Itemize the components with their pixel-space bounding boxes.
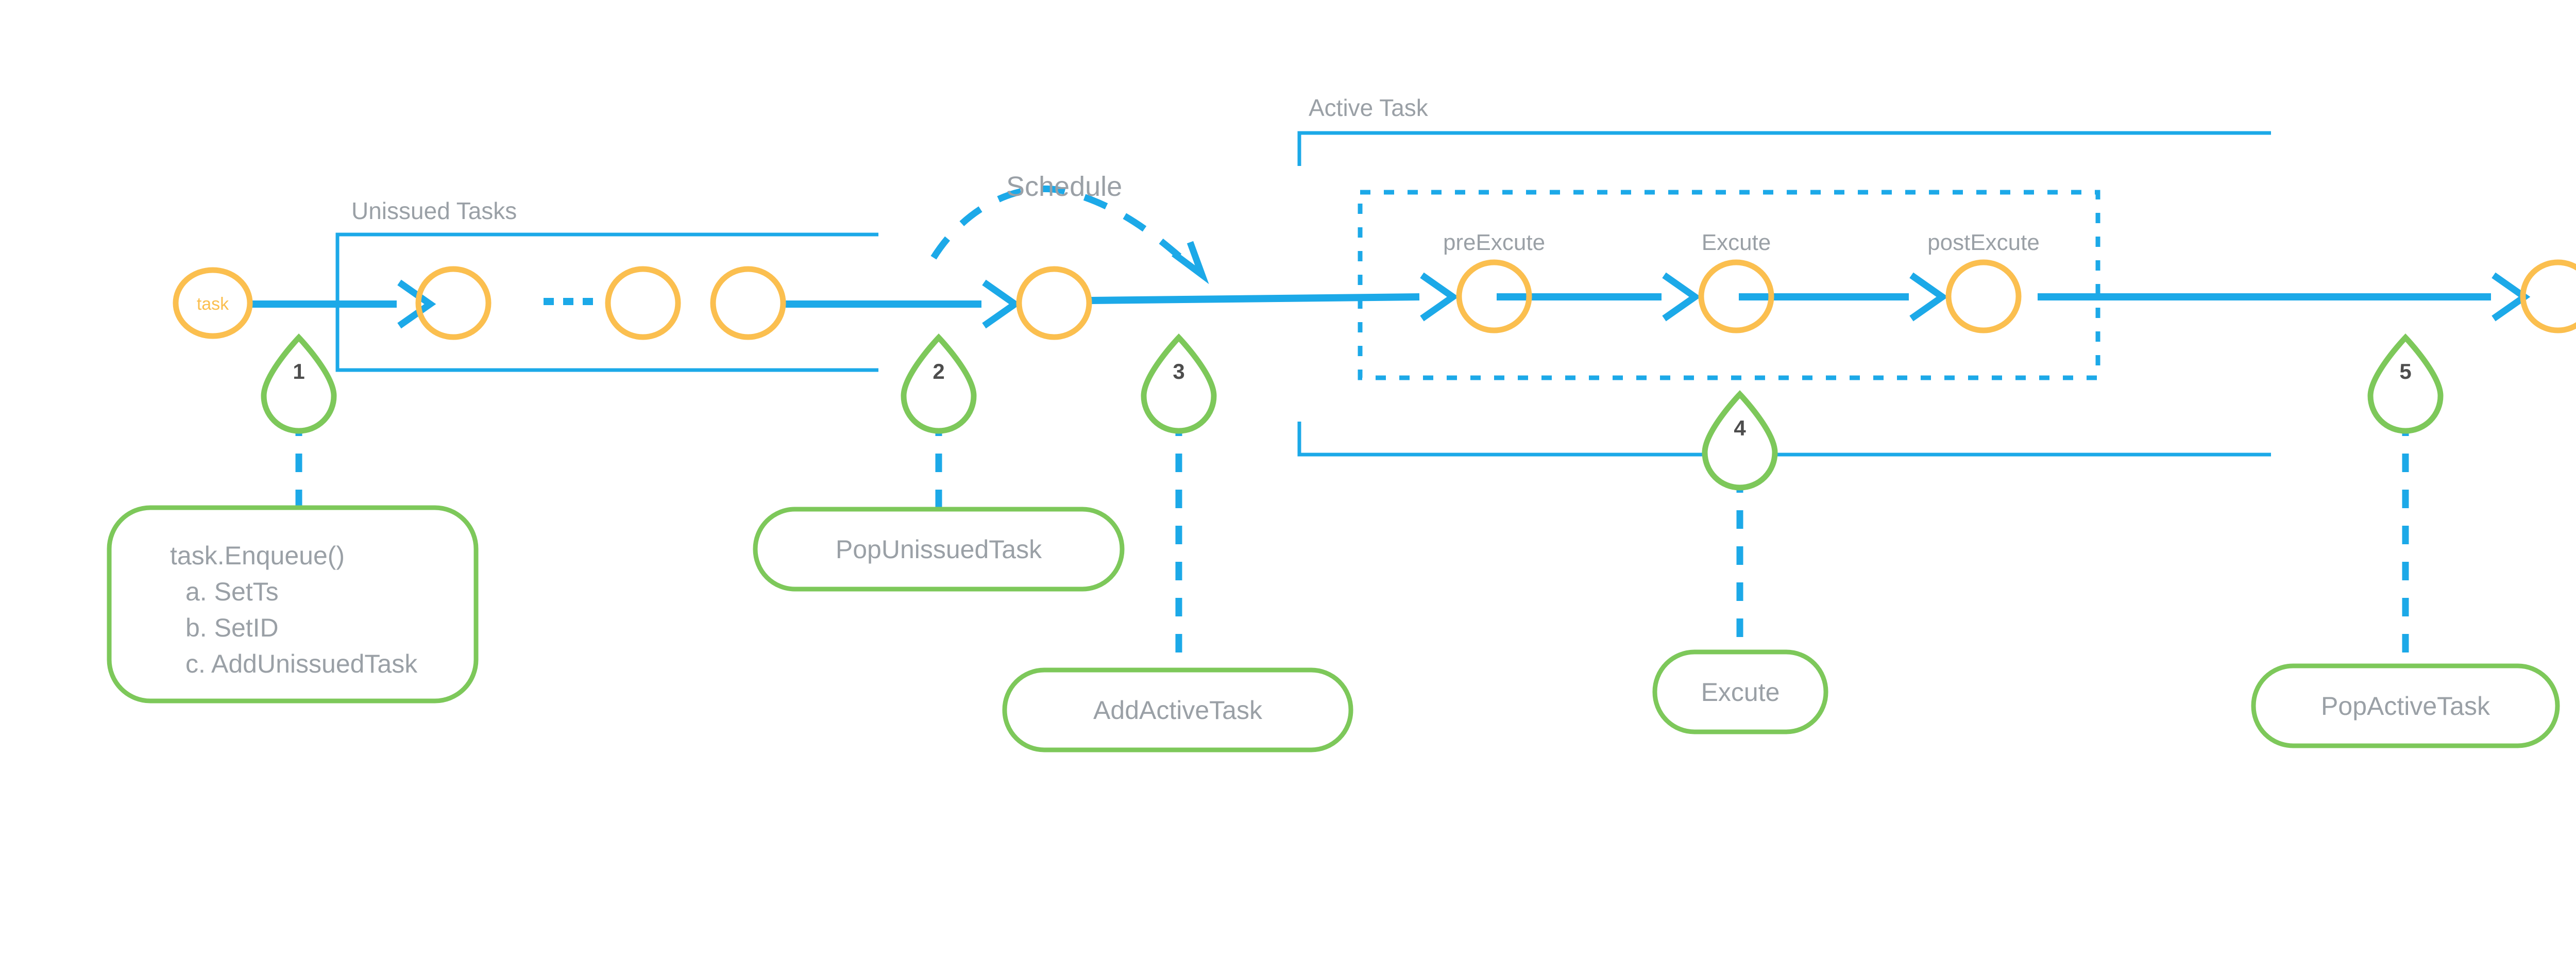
callout-enqueue-line-2: a. SetTs	[185, 577, 279, 606]
marker-number-5: 5	[2399, 359, 2411, 383]
excute-label: Excute	[1702, 230, 1771, 255]
marker-number-2: 2	[933, 359, 944, 383]
unissued-tasks-bracket	[335, 232, 878, 372]
marker-number-3: 3	[1173, 359, 1184, 383]
callout-pop-active-text: PopActiveTask	[2321, 692, 2490, 721]
unissued-bracket-top	[335, 232, 878, 367]
marker-pin-5[interactable]	[2367, 333, 2444, 434]
callout-box-add-active[interactable]	[1002, 667, 1353, 752]
arrowhead-icon-6	[2492, 272, 2531, 322]
post-excute-label: postExcute	[1927, 230, 2040, 255]
marker-leader-lines	[295, 381, 2409, 668]
ellipsis-dot	[583, 298, 593, 305]
flow-line-schedule-to-pre	[1091, 293, 1420, 304]
node-pre-excute[interactable]	[1456, 259, 1532, 333]
marker-number-4: 4	[1734, 416, 1746, 440]
callout-enqueue-line-1: task.Enqueue()	[170, 541, 345, 570]
callout-boxes	[107, 505, 2560, 752]
callout-add-active-text: AddActiveTask	[1093, 696, 1263, 725]
arrowhead-icon-2	[982, 279, 1021, 329]
node-excute[interactable]	[1698, 259, 1774, 333]
node-task[interactable]	[173, 267, 253, 339]
node-scheduled[interactable]	[1016, 266, 1092, 340]
unissued-tasks-label: Unissued Tasks	[351, 197, 517, 224]
marker-pin-3[interactable]	[1141, 333, 1217, 434]
schedule-dashed-arc	[930, 185, 1209, 284]
ellipsis-dot	[563, 298, 573, 305]
node-done[interactable]	[2520, 259, 2576, 333]
callout-box-pop-active[interactable]	[2251, 663, 2560, 748]
node-post-excute[interactable]	[1945, 259, 2022, 333]
step-markers	[261, 333, 2444, 491]
schedule-label: Schedule	[1006, 171, 1122, 202]
callout-enqueue-line-4: c. AddUnissuedTask	[185, 649, 418, 678]
pre-excute-label: preExcute	[1443, 230, 1545, 255]
ellipsis-dot	[544, 298, 554, 305]
marker-number-1: 1	[293, 359, 304, 383]
arrowhead-icon-5	[1909, 272, 1948, 322]
schedule-arrowhead-icon	[1172, 241, 1209, 284]
execution-stage-dotted-box	[1358, 190, 2100, 380]
flow-lines	[250, 293, 2491, 308]
active-bracket-bottom	[1297, 422, 2271, 457]
arrowhead-icon-3	[1420, 272, 1459, 322]
callout-excute-text: Excute	[1701, 678, 1780, 707]
step-marker-numbers: 1 2 3 4 5	[293, 359, 2411, 440]
node-queued-3[interactable]	[710, 266, 786, 340]
schedule-arc-path	[930, 185, 1195, 271]
callout-enqueue-line-3: b. SetID	[185, 613, 279, 642]
queue-ellipsis-dots	[544, 298, 593, 305]
arrowhead-icon-1	[397, 279, 436, 329]
active-task-bracket	[1297, 131, 2271, 457]
callout-pop-unissued-text: PopUnissuedTask	[836, 535, 1042, 564]
marker-pin-4[interactable]	[1702, 390, 1778, 491]
active-task-label: Active Task	[1309, 94, 1429, 121]
unissued-bracket-bottom	[335, 348, 878, 372]
callout-box-pop-unissued[interactable]	[753, 507, 1125, 592]
arrowhead-icon-4	[1662, 272, 1701, 322]
task-nodes	[173, 259, 2576, 340]
node-queued-1[interactable]	[415, 266, 492, 340]
marker-pin-1[interactable]	[261, 333, 337, 434]
marker-pin-2[interactable]	[901, 333, 977, 434]
callout-box-enqueue[interactable]	[107, 505, 479, 704]
active-bracket-top	[1297, 131, 2271, 166]
node-task-label: task	[197, 294, 229, 314]
callout-box-excute[interactable]	[1652, 649, 1828, 734]
node-queued-2[interactable]	[605, 266, 681, 340]
